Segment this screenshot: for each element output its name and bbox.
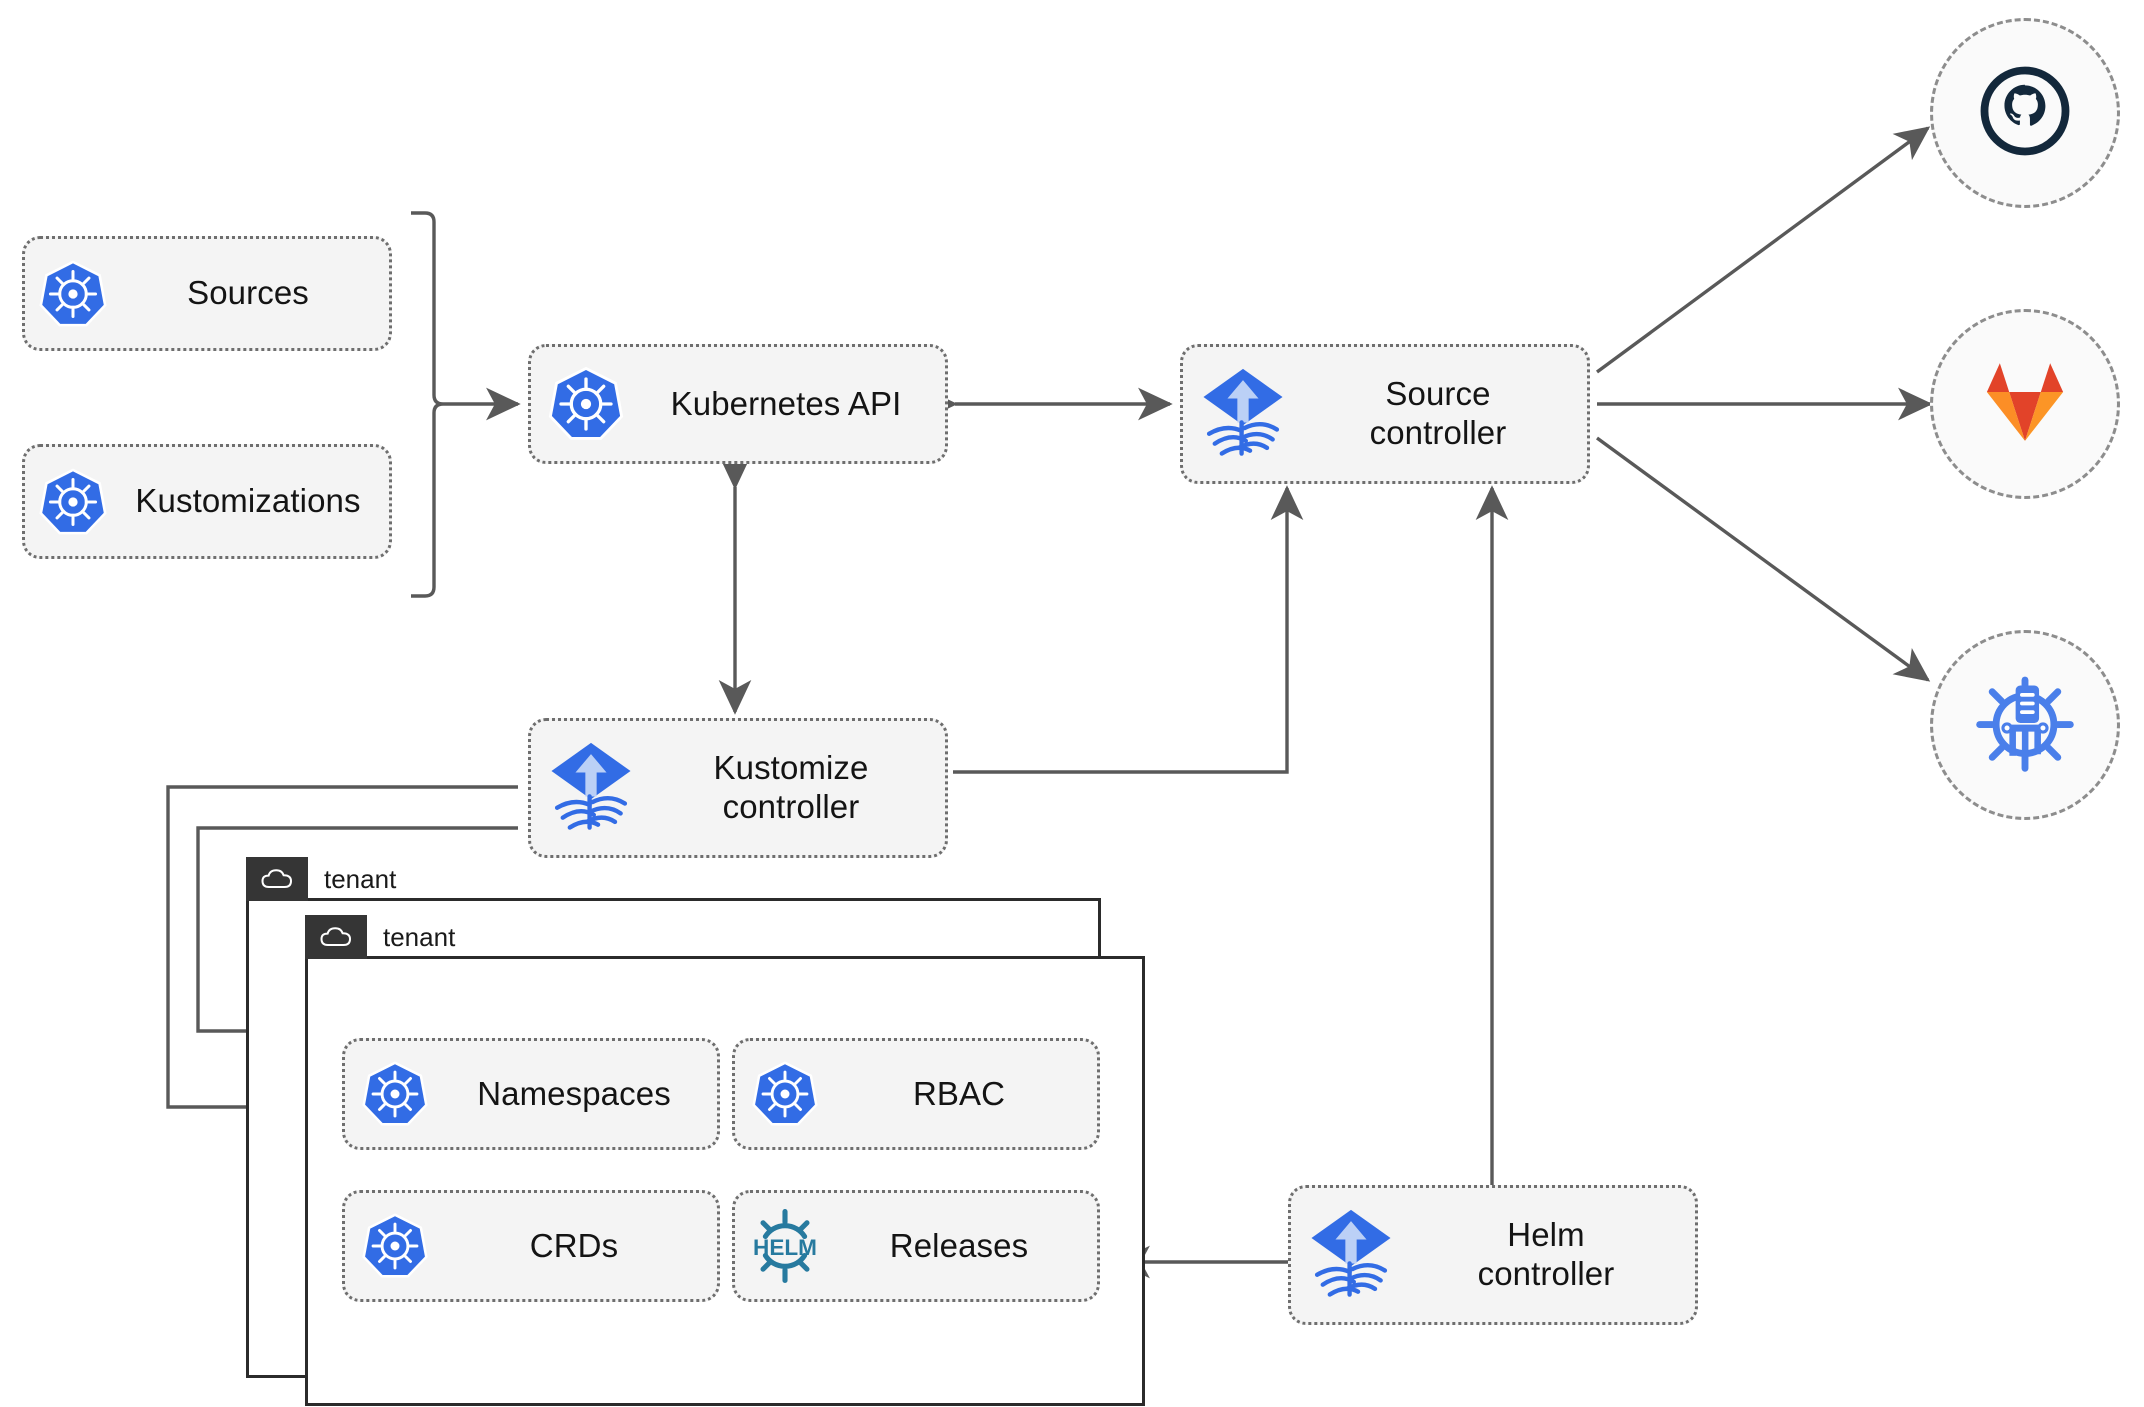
cloud-icon (305, 915, 367, 959)
tenant-inner[interactable]: tenant (305, 915, 1145, 1406)
node-label: Kustomize controller (713, 749, 869, 825)
node-label: CRDs (529, 1226, 619, 1264)
kubernetes-icon (345, 1058, 445, 1130)
gitlab-icon (1979, 358, 2071, 451)
node-label: Kubernetes API (670, 384, 902, 422)
node-sources[interactable]: Sources (22, 236, 392, 351)
node-label: Sources (187, 274, 309, 312)
tenant-tab: tenant (246, 857, 396, 901)
node-kustomize-controller[interactable]: Kustomize controller (528, 718, 948, 858)
kubernetes-icon (735, 1058, 835, 1130)
flux-icon (531, 740, 651, 836)
node-label: RBAC (912, 1074, 1006, 1112)
node-source-controller[interactable]: Source controller (1180, 344, 1590, 484)
node-crds[interactable]: CRDs (342, 1190, 720, 1302)
node-releases[interactable]: HELM Releases (732, 1190, 1100, 1302)
node-kubernetes-api[interactable]: Kubernetes API (528, 344, 948, 464)
node-label: Namespaces (477, 1074, 671, 1112)
node-namespaces[interactable]: Namespaces (342, 1038, 720, 1150)
cloud-icon (246, 857, 308, 901)
helm-icon: HELM (735, 1208, 835, 1284)
node-helm-controller[interactable]: Helm controller (1288, 1185, 1698, 1325)
kubernetes-icon (25, 257, 121, 331)
kubernetes-icon (531, 363, 641, 445)
github-icon (1977, 63, 2073, 164)
node-rbac[interactable]: RBAC (732, 1038, 1100, 1150)
provider-gitlab[interactable] (1930, 309, 2120, 499)
bucket-icon (1975, 673, 2075, 778)
flux-icon (1183, 366, 1303, 462)
svg-text:HELM: HELM (753, 1235, 817, 1260)
tenant-label: tenant (324, 863, 397, 894)
node-label: Helm controller (1477, 1216, 1615, 1292)
node-kustomizations[interactable]: Kustomizations (22, 444, 392, 559)
node-label: Source controller (1369, 375, 1507, 451)
node-label: Kustomizations (135, 482, 361, 520)
kubernetes-icon (25, 465, 121, 539)
tenant-label: tenant (383, 921, 456, 952)
node-label: Releases (889, 1226, 1029, 1264)
kubernetes-icon (345, 1210, 445, 1282)
provider-github[interactable] (1930, 18, 2120, 208)
tenant-tab: tenant (305, 915, 455, 959)
flux-icon (1291, 1207, 1411, 1303)
provider-bucket[interactable] (1930, 630, 2120, 820)
